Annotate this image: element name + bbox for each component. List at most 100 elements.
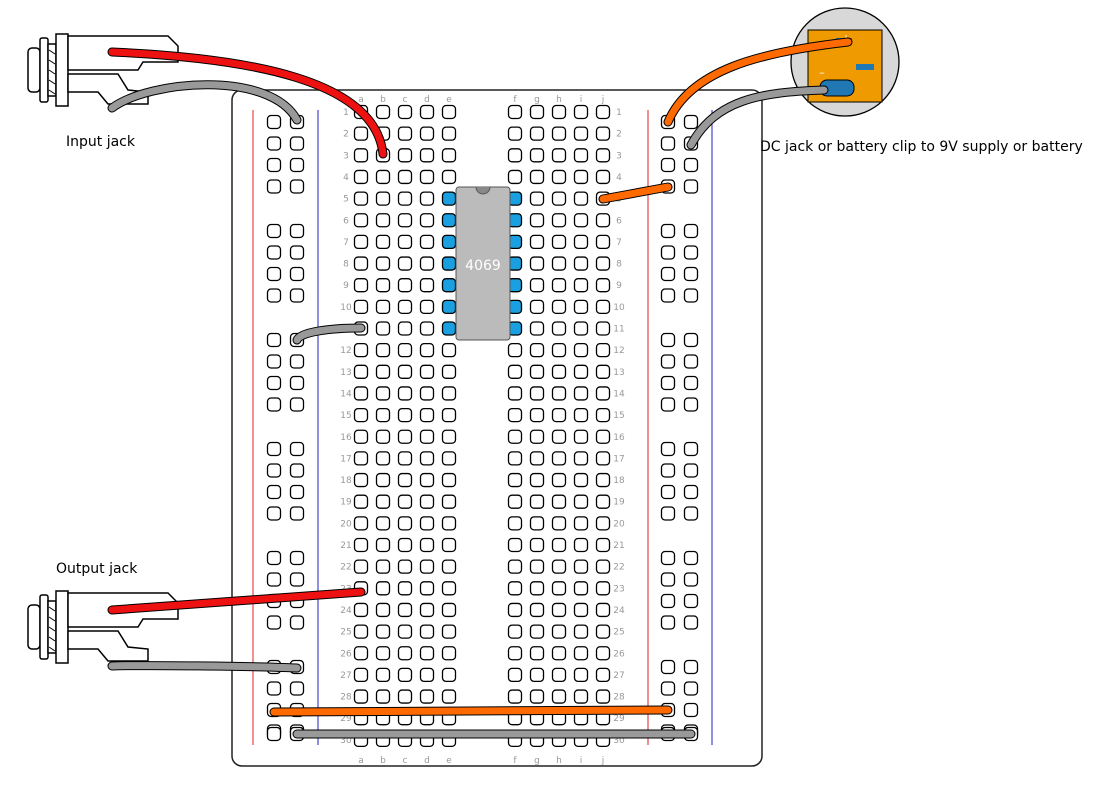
rail-hole bbox=[289, 572, 305, 587]
power-minus-wire bbox=[686, 85, 829, 150]
chip-notch bbox=[475, 186, 491, 195]
hole bbox=[397, 407, 413, 423]
jack-nut bbox=[27, 604, 41, 650]
hole bbox=[529, 148, 545, 163]
rail-hole bbox=[683, 179, 699, 194]
row-number-left: 17 bbox=[340, 454, 351, 464]
hole bbox=[573, 169, 589, 185]
hole bbox=[419, 299, 435, 315]
hole bbox=[529, 104, 545, 120]
rail-hole bbox=[660, 463, 676, 478]
hole bbox=[397, 689, 413, 704]
hole bbox=[595, 624, 611, 639]
hole bbox=[529, 646, 545, 661]
hole bbox=[573, 559, 589, 574]
hole bbox=[573, 278, 589, 293]
hole bbox=[529, 364, 545, 379]
rail-hole bbox=[289, 179, 305, 194]
rail-hole bbox=[289, 550, 305, 566]
rail-hole bbox=[660, 681, 676, 696]
chip-pin bbox=[441, 299, 457, 315]
rail-hole bbox=[683, 484, 699, 500]
hole bbox=[595, 581, 611, 596]
rail-hole bbox=[266, 288, 282, 303]
row-number-left: 22 bbox=[340, 563, 351, 573]
col-letter-top: h bbox=[556, 95, 562, 105]
col-letter-bottom: f bbox=[513, 756, 517, 766]
rail-hole bbox=[683, 157, 699, 173]
rail-hole bbox=[289, 484, 305, 500]
rail-hole bbox=[289, 615, 305, 630]
output-tip-wire bbox=[107, 587, 366, 615]
wires bbox=[107, 37, 853, 739]
row-number-right: 27 bbox=[613, 671, 624, 681]
hole bbox=[397, 278, 413, 293]
hole bbox=[507, 689, 523, 704]
hole bbox=[419, 104, 435, 120]
row-number-left: 29 bbox=[340, 714, 352, 724]
hole bbox=[419, 148, 435, 163]
chip-pin bbox=[441, 321, 457, 336]
hole bbox=[595, 494, 611, 509]
row-number-left: 18 bbox=[340, 476, 352, 486]
hole bbox=[573, 104, 589, 120]
col-letter-bottom: a bbox=[358, 756, 364, 766]
rail-hole bbox=[289, 354, 305, 369]
col-letter-top: g bbox=[534, 95, 540, 105]
rail-hole bbox=[266, 375, 282, 391]
row-number-left: 14 bbox=[340, 389, 352, 399]
rail-hole bbox=[683, 114, 699, 130]
hole bbox=[441, 104, 457, 120]
hole bbox=[595, 299, 611, 315]
hole bbox=[397, 234, 413, 250]
rail-hole bbox=[683, 506, 699, 521]
hole bbox=[595, 516, 611, 531]
hole bbox=[419, 559, 435, 574]
hole bbox=[441, 407, 457, 423]
hole bbox=[573, 624, 589, 639]
hole bbox=[529, 342, 545, 358]
hole bbox=[529, 169, 545, 185]
row-number-left: 15 bbox=[340, 411, 351, 421]
rail-hole bbox=[266, 550, 282, 566]
hole bbox=[397, 256, 413, 271]
jack-thread-line bbox=[48, 59, 56, 65]
hole bbox=[375, 537, 391, 553]
rail-hole bbox=[660, 659, 676, 675]
hole bbox=[551, 516, 567, 531]
hole bbox=[397, 342, 413, 358]
hole bbox=[353, 386, 369, 401]
hole bbox=[419, 689, 435, 704]
hole bbox=[507, 148, 523, 163]
rail-hole bbox=[266, 114, 282, 130]
hole bbox=[529, 624, 545, 639]
hole bbox=[529, 321, 545, 336]
rail-hole bbox=[266, 332, 282, 348]
output-tip-wire-core bbox=[108, 588, 365, 614]
hole bbox=[375, 472, 391, 488]
hole bbox=[353, 472, 369, 488]
hole bbox=[595, 559, 611, 574]
hole bbox=[375, 624, 391, 639]
hole bbox=[551, 472, 567, 488]
hole bbox=[573, 689, 589, 704]
hole bbox=[353, 646, 369, 661]
output-jack-label: Output jack bbox=[56, 561, 138, 577]
hole bbox=[397, 602, 413, 618]
hole bbox=[397, 429, 413, 444]
row-number-left: 6 bbox=[343, 216, 349, 226]
rail-hole bbox=[289, 375, 305, 391]
hole bbox=[573, 407, 589, 423]
hole bbox=[441, 624, 457, 639]
rail-hole bbox=[683, 681, 699, 696]
hole bbox=[573, 581, 589, 596]
hole bbox=[419, 451, 435, 466]
hole bbox=[353, 364, 369, 379]
hole bbox=[529, 559, 545, 574]
hole bbox=[551, 451, 567, 466]
hole bbox=[507, 126, 523, 141]
hole bbox=[507, 516, 523, 531]
row-number-left: 3 bbox=[343, 151, 349, 161]
rail-hole bbox=[266, 572, 282, 587]
rail-hole bbox=[266, 179, 282, 194]
